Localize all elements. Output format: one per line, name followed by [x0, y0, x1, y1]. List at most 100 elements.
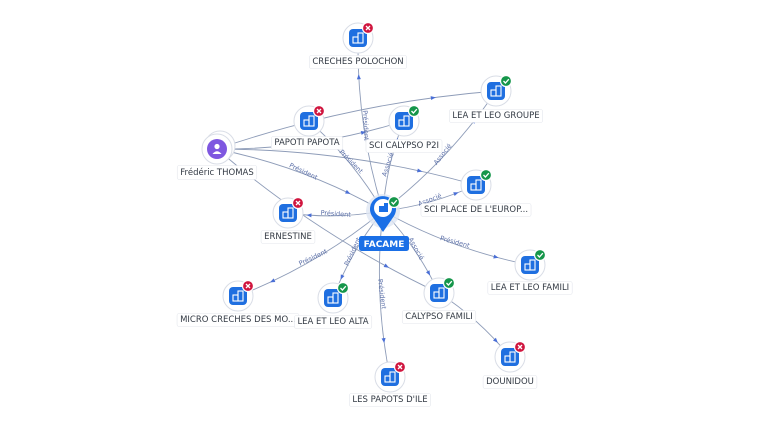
node-label-bg	[260, 230, 316, 244]
edge-label: Président	[288, 161, 319, 182]
close-badge-icon	[312, 104, 326, 118]
node-lea_leo_alta[interactable]: LEA ET LEO ALTA	[294, 281, 373, 329]
node-lea_leo_groupe[interactable]: LEA ET LEO GROUPE	[449, 74, 543, 123]
building-icon	[352, 32, 364, 44]
check-badge-icon	[407, 104, 421, 118]
building-icon	[433, 287, 445, 299]
node-label[interactable]: LEA ET LEO ALTA	[297, 317, 368, 327]
check-badge-icon	[336, 281, 350, 295]
node-label[interactable]: SCI CALYPSO P2I	[369, 141, 439, 151]
node-label-bg	[294, 315, 373, 329]
node-label[interactable]: CRECHES POLOCHON	[312, 57, 403, 67]
node-label-bg	[365, 139, 443, 153]
building-icon	[303, 115, 315, 127]
check-badge-icon	[479, 168, 493, 182]
node-label[interactable]: PAPOTI PAPOTA	[274, 138, 339, 148]
building-icon	[232, 290, 244, 302]
edge-arrow	[306, 213, 312, 218]
node-label[interactable]: LEA ET LEO FAMILI	[491, 283, 569, 293]
node-label-bg	[487, 281, 573, 295]
node-label[interactable]: ERNESTINE	[264, 232, 312, 242]
node-label-bg	[482, 375, 538, 389]
edge-label: Associé	[380, 152, 395, 178]
node-label[interactable]: MICRO CRECHES DES MO...	[180, 315, 296, 325]
node-label[interactable]: DOUNIDOU	[486, 377, 534, 387]
edge-center-papots_ile	[378, 210, 391, 378]
edge-arrow	[360, 130, 367, 135]
edge-label: Associé	[407, 236, 426, 261]
node-micro_creches[interactable]: MICRO CRECHES DES MO...	[176, 279, 300, 327]
check-badge-icon	[442, 276, 456, 290]
edge-arrow	[340, 274, 345, 280]
node-label-bg	[176, 165, 258, 180]
edge-label: Président	[320, 209, 351, 219]
node-label[interactable]: LES PAPOTS D'ILE	[352, 395, 427, 405]
edge-label: Président	[376, 278, 388, 310]
check-badge-icon	[533, 248, 547, 262]
close-badge-icon	[513, 340, 527, 354]
edge-arrow	[345, 189, 351, 194]
node-sci_calypso[interactable]: SCI CALYPSO P2I	[365, 104, 443, 153]
edge-arrow	[453, 192, 459, 197]
node-label-bg	[309, 55, 407, 69]
node-label-bg	[420, 203, 532, 217]
edge-frederic-center	[216, 148, 384, 212]
node-label-bg	[449, 109, 543, 123]
edge-arrow	[383, 263, 389, 268]
node-label[interactable]: CALYPSO FAMILI	[405, 312, 472, 322]
edge-label: Président	[361, 110, 371, 141]
edge-arrow	[381, 337, 386, 344]
edge-frederic-lea_leo_groupe	[216, 90, 497, 150]
edge-label: Président	[439, 234, 471, 250]
center-node[interactable]: FACAME	[359, 194, 409, 251]
edge-arrow	[492, 337, 498, 343]
node-label-bg	[271, 136, 344, 150]
building-icon	[524, 259, 536, 271]
building-icon	[282, 207, 294, 219]
node-frederic[interactable]: Frédéric THOMAS	[176, 130, 258, 180]
check-badge-icon	[387, 195, 401, 209]
edge-frederic-sci_place	[216, 148, 477, 186]
person-icon	[212, 143, 222, 154]
node-label-bg	[349, 393, 431, 407]
node-calypso_famili[interactable]: CALYPSO FAMILI	[401, 276, 477, 324]
edge-arrow	[425, 270, 431, 276]
node-creches_polochon[interactable]: CRECHES POLOCHON	[309, 21, 407, 69]
edge-center-lea_leo_famili	[382, 210, 531, 266]
edge-center-papoti	[308, 120, 384, 212]
edge-label: Président	[338, 148, 365, 176]
node-label[interactable]: LEA ET LEO GROUPE	[452, 111, 539, 121]
node-label[interactable]: Frédéric THOMAS	[180, 167, 253, 178]
building-icon	[504, 351, 516, 363]
center-label-bg	[359, 236, 409, 251]
center-label[interactable]: FACAME	[364, 240, 405, 250]
close-badge-icon	[393, 360, 407, 374]
node-ernestine[interactable]: ERNESTINE	[260, 196, 316, 244]
node-dounidou[interactable]: DOUNIDOU	[482, 340, 538, 389]
building-icon	[327, 292, 339, 304]
nodes-layer: CRECHES POLOCHON LEA ET LEO GROUPE SCI CAL…	[176, 21, 573, 407]
edge-arrow	[269, 278, 276, 283]
building-icon	[470, 179, 482, 191]
building-icon	[379, 203, 388, 212]
node-sci_place[interactable]: SCI PLACE DE L'EUROP...	[420, 168, 532, 217]
edge-label: Président	[298, 247, 329, 267]
close-badge-icon	[241, 279, 255, 293]
building-icon	[490, 85, 502, 97]
building-icon	[384, 371, 396, 383]
edge-arrow	[356, 74, 361, 80]
edge-arrow	[417, 168, 423, 173]
node-lea_leo_famili[interactable]: LEA ET LEO FAMILI	[487, 248, 573, 295]
check-badge-icon	[499, 74, 513, 88]
edge-center-micro_creches	[237, 210, 384, 297]
edge-arrow	[430, 96, 436, 101]
close-badge-icon	[291, 196, 305, 210]
close-badge-icon	[361, 21, 375, 35]
building-icon	[398, 115, 410, 127]
node-papots_ile[interactable]: LES PAPOTS D'ILE	[349, 360, 431, 407]
node-label-bg	[401, 310, 477, 324]
node-label[interactable]: SCI PLACE DE L'EUROP...	[424, 205, 528, 215]
edge-arrow	[493, 254, 499, 259]
node-papoti[interactable]: PAPOTI PAPOTA	[271, 104, 344, 150]
